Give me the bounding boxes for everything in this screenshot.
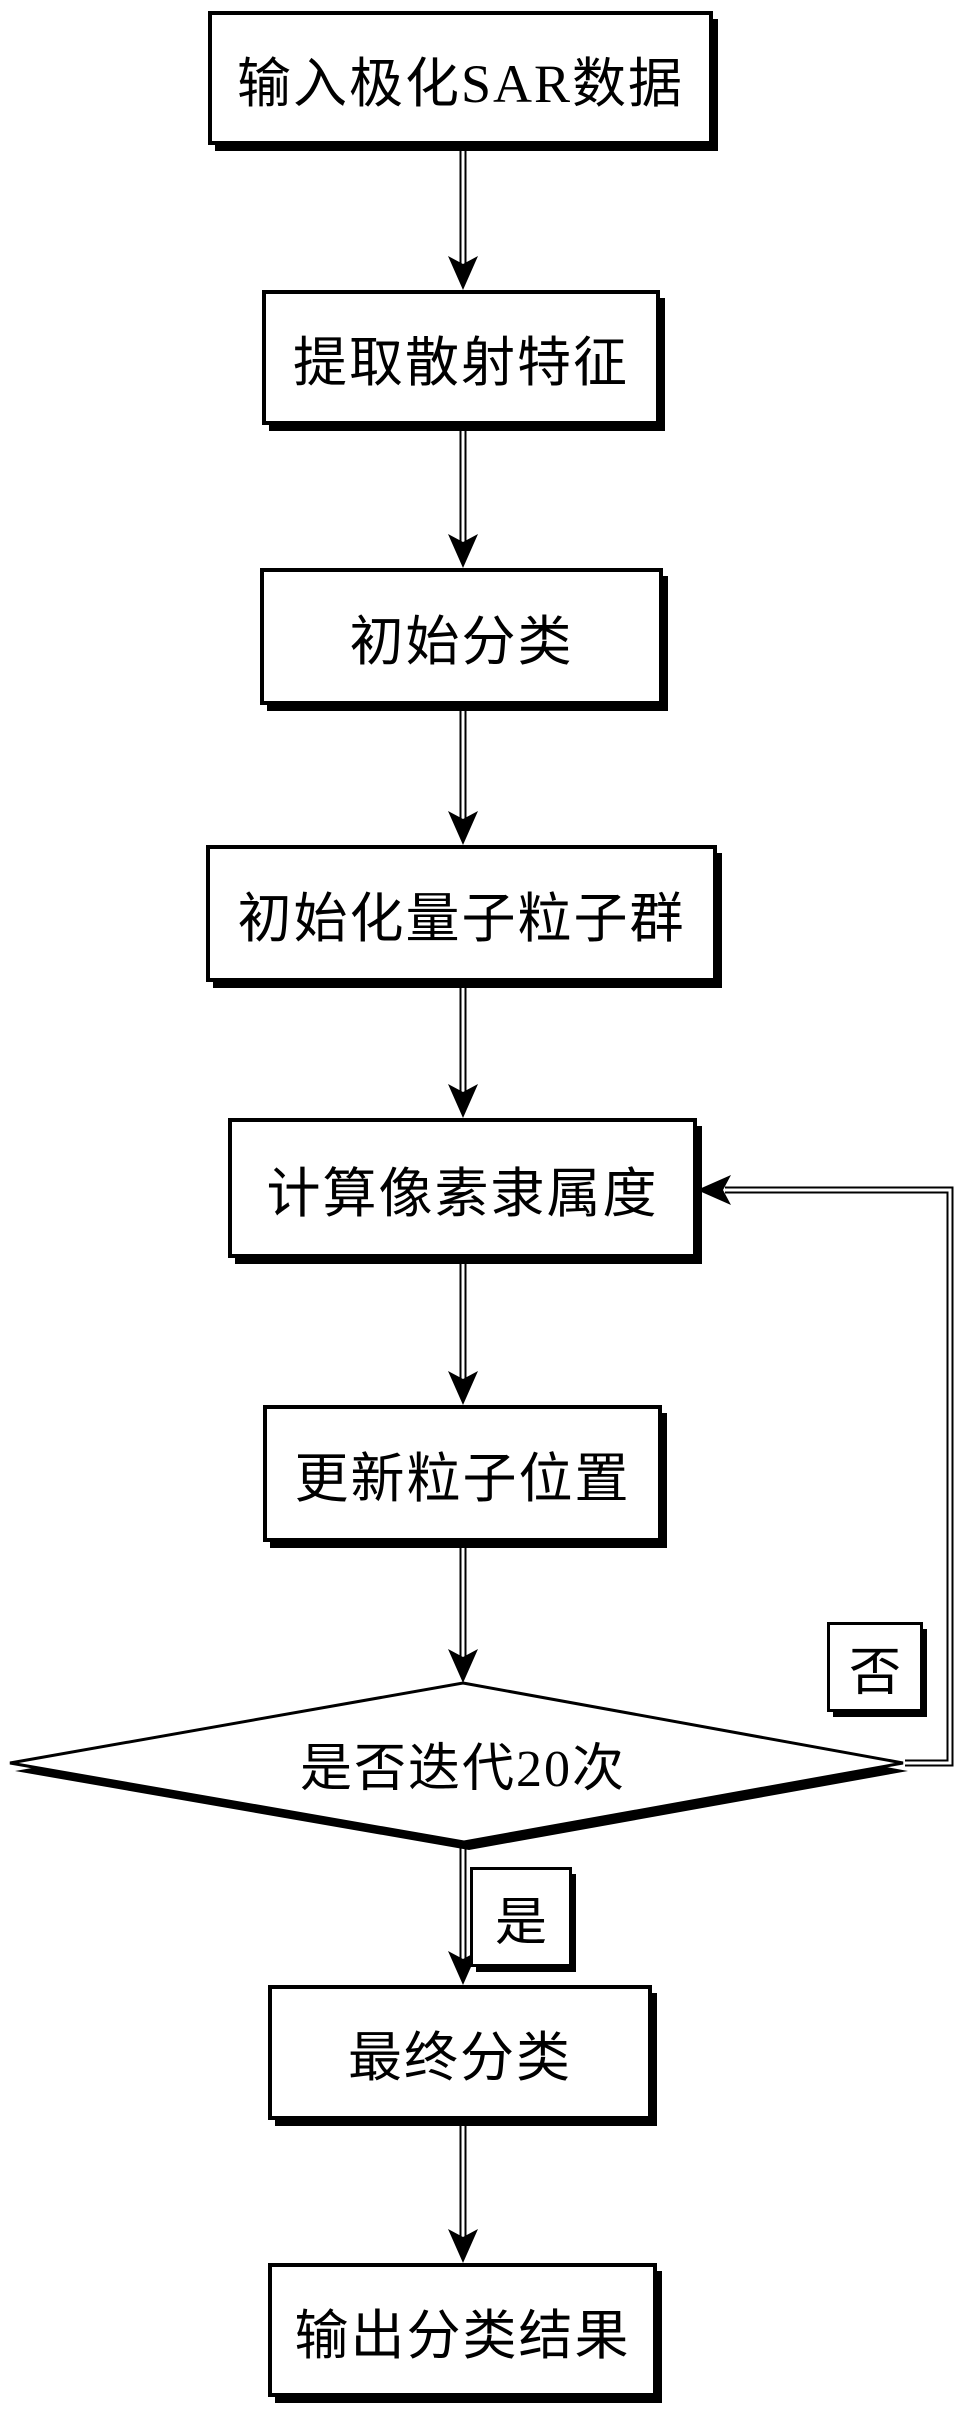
node-extract-features-label: 提取散射特征: [293, 333, 629, 393]
flow-arrowhead-icon: [448, 256, 478, 290]
branch-label-yes-text: 是: [494, 1894, 547, 1952]
node-input-sar-data-label: 输入极化SAR数据: [236, 53, 685, 114]
node-init-quantum-swarm: 初始化量子粒子群: [206, 845, 717, 982]
node-final-classification-label: 最终分类: [348, 2028, 572, 2088]
node-update-particles-label: 更新粒子位置: [294, 1449, 631, 1509]
flow-arrowhead-icon: [448, 811, 478, 845]
flow-arrow-1: [448, 145, 478, 290]
flow-arrowhead-icon: [448, 2229, 478, 2263]
flow-arrow-8: [448, 2120, 478, 2263]
flow-arrow-3: [448, 705, 478, 845]
node-output-result-label: 输出分类结果: [294, 2305, 631, 2366]
branch-label-no-text: 否: [848, 1644, 901, 1702]
node-input-sar-data: 输入极化SAR数据: [208, 11, 713, 145]
node-final-classification: 最终分类: [268, 1985, 652, 2120]
loop-no-connector: [697, 1175, 954, 1767]
branch-label-no: 否: [827, 1622, 923, 1712]
node-initial-classification: 初始分类: [260, 568, 663, 705]
flow-arrow-4: [448, 982, 478, 1118]
node-update-particles: 更新粒子位置: [263, 1405, 662, 1542]
flow-arrow-2: [448, 425, 478, 568]
flow-arrowhead-icon: [448, 1371, 478, 1405]
branch-label-yes: 是: [470, 1867, 572, 1967]
node-pixel-membership-label: 计算像素隶属度: [266, 1163, 659, 1224]
decision-diamond: [9, 1681, 908, 1850]
flow-arrow-6: [448, 1542, 478, 1683]
loop-arrowhead-icon: [697, 1175, 731, 1205]
node-decision-iterate-20: 是否迭代20次: [110, 1698, 816, 1828]
node-output-result: 输出分类结果: [268, 2263, 657, 2397]
node-init-quantum-swarm-label: 初始化量子粒子群: [237, 889, 686, 949]
flow-arrowhead-icon: [448, 1649, 478, 1683]
node-decision-iterate-20-label: 是否迭代20次: [299, 1740, 626, 1798]
decision-diamond-face: [9, 1681, 904, 1844]
node-extract-features: 提取散射特征: [262, 290, 660, 425]
flow-arrow-5: [448, 1258, 478, 1405]
node-pixel-membership: 计算像素隶属度: [228, 1118, 697, 1258]
flow-arrowhead-icon: [448, 1084, 478, 1118]
node-initial-classification-label: 初始分类: [349, 612, 574, 672]
flow-arrowhead-icon: [448, 534, 478, 568]
